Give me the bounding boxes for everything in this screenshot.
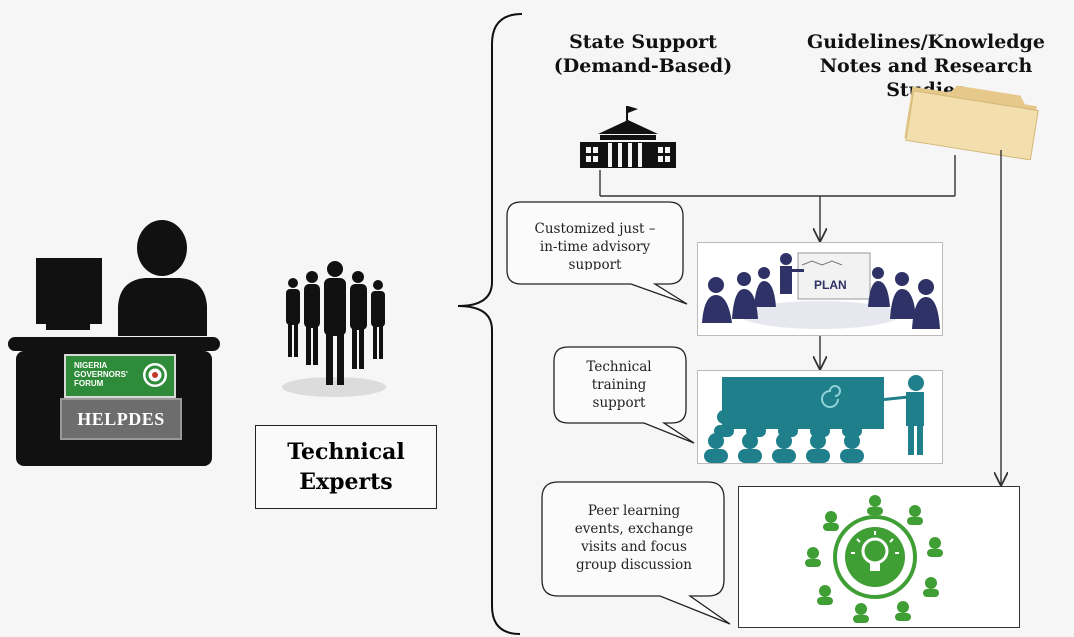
peer-bubble-shape — [541, 481, 731, 625]
helpdesk-label: HELPDES — [77, 408, 165, 429]
manila-folder-icon — [904, 85, 1039, 160]
experts-line-1: Technical — [287, 439, 405, 465]
advisory-meeting-image: PLAN — [697, 242, 943, 336]
monitor-icon — [36, 258, 102, 324]
advisory-bubble-text: Customized just – in-time advisory suppo… — [534, 221, 656, 270]
governors-forum-sign: NIGERIA GOVERNORS' FORUM — [64, 354, 176, 398]
peer-bubble-text: Peer learning events, exchange visits an… — [574, 503, 694, 573]
idea-network-icon — [805, 495, 943, 623]
forum-sign-text: NIGERIA GOVERNORS' FORUM — [74, 361, 128, 388]
guidelines-heading: Guidelines/Knowledge Notes and Research … — [807, 31, 1045, 101]
helpdesk-plate: HELPDES — [60, 398, 182, 440]
forum-seal-icon — [143, 363, 167, 387]
plan-sign-text: PLAN — [814, 278, 847, 292]
advisory-bubble-shape — [506, 201, 688, 305]
technical-experts-group-icon — [282, 261, 386, 397]
peer-learning-image — [738, 486, 1020, 628]
experts-line-2: Experts — [299, 469, 393, 495]
person-silhouette-icon — [118, 220, 207, 336]
technical-experts-box: Technical Experts — [255, 425, 437, 509]
training-bubble-shape — [553, 346, 695, 444]
government-building-icon — [580, 106, 676, 168]
brace-connector — [457, 13, 523, 635]
training-bubble-text: Technical training support — [586, 359, 652, 410]
training-class-image — [697, 370, 943, 464]
state-support-heading: State Support (Demand-Based) — [553, 31, 733, 77]
